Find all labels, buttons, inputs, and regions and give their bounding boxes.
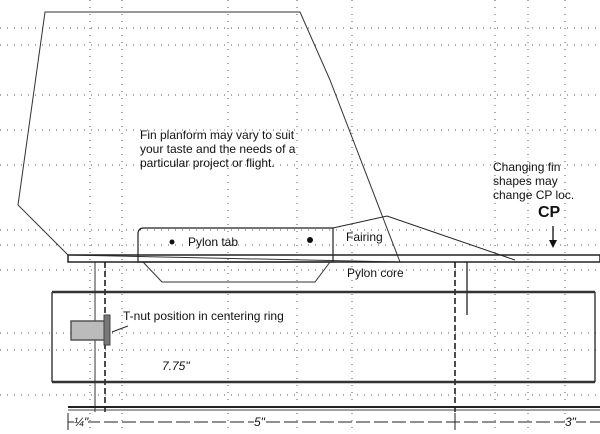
pylon-tab-hole	[169, 239, 175, 245]
fairing-label: Fairing	[346, 230, 383, 244]
dimension-5: 5"	[254, 415, 265, 429]
dimension-quarter: ¼"	[74, 415, 89, 429]
dimension-7-75: 7.75"	[162, 359, 190, 373]
pylon-tab-label: Pylon tab	[188, 235, 239, 249]
pylon-tab	[137, 227, 334, 263]
dimension-3: 3"	[565, 415, 576, 429]
pylon-tab-hole	[307, 237, 313, 243]
fin-planform-note: Fin planform may vary to suit your taste…	[140, 128, 296, 170]
tnut-label: T-nut position in centering ring	[123, 309, 284, 323]
cp-change-note: Changing fin shapes may change CP loc.	[493, 160, 575, 202]
cp-arrowhead	[549, 240, 557, 248]
tnut-leader	[111, 325, 129, 333]
pylon-core-label: Pylon core	[347, 266, 404, 280]
pylon-core-trapezoid	[142, 261, 331, 283]
airframe-top-rail	[67, 254, 600, 263]
cp-label: CP	[538, 204, 561, 221]
fairing-outline	[332, 215, 516, 261]
tnut-icon	[70, 320, 106, 341]
tnut-flange	[103, 314, 111, 346]
